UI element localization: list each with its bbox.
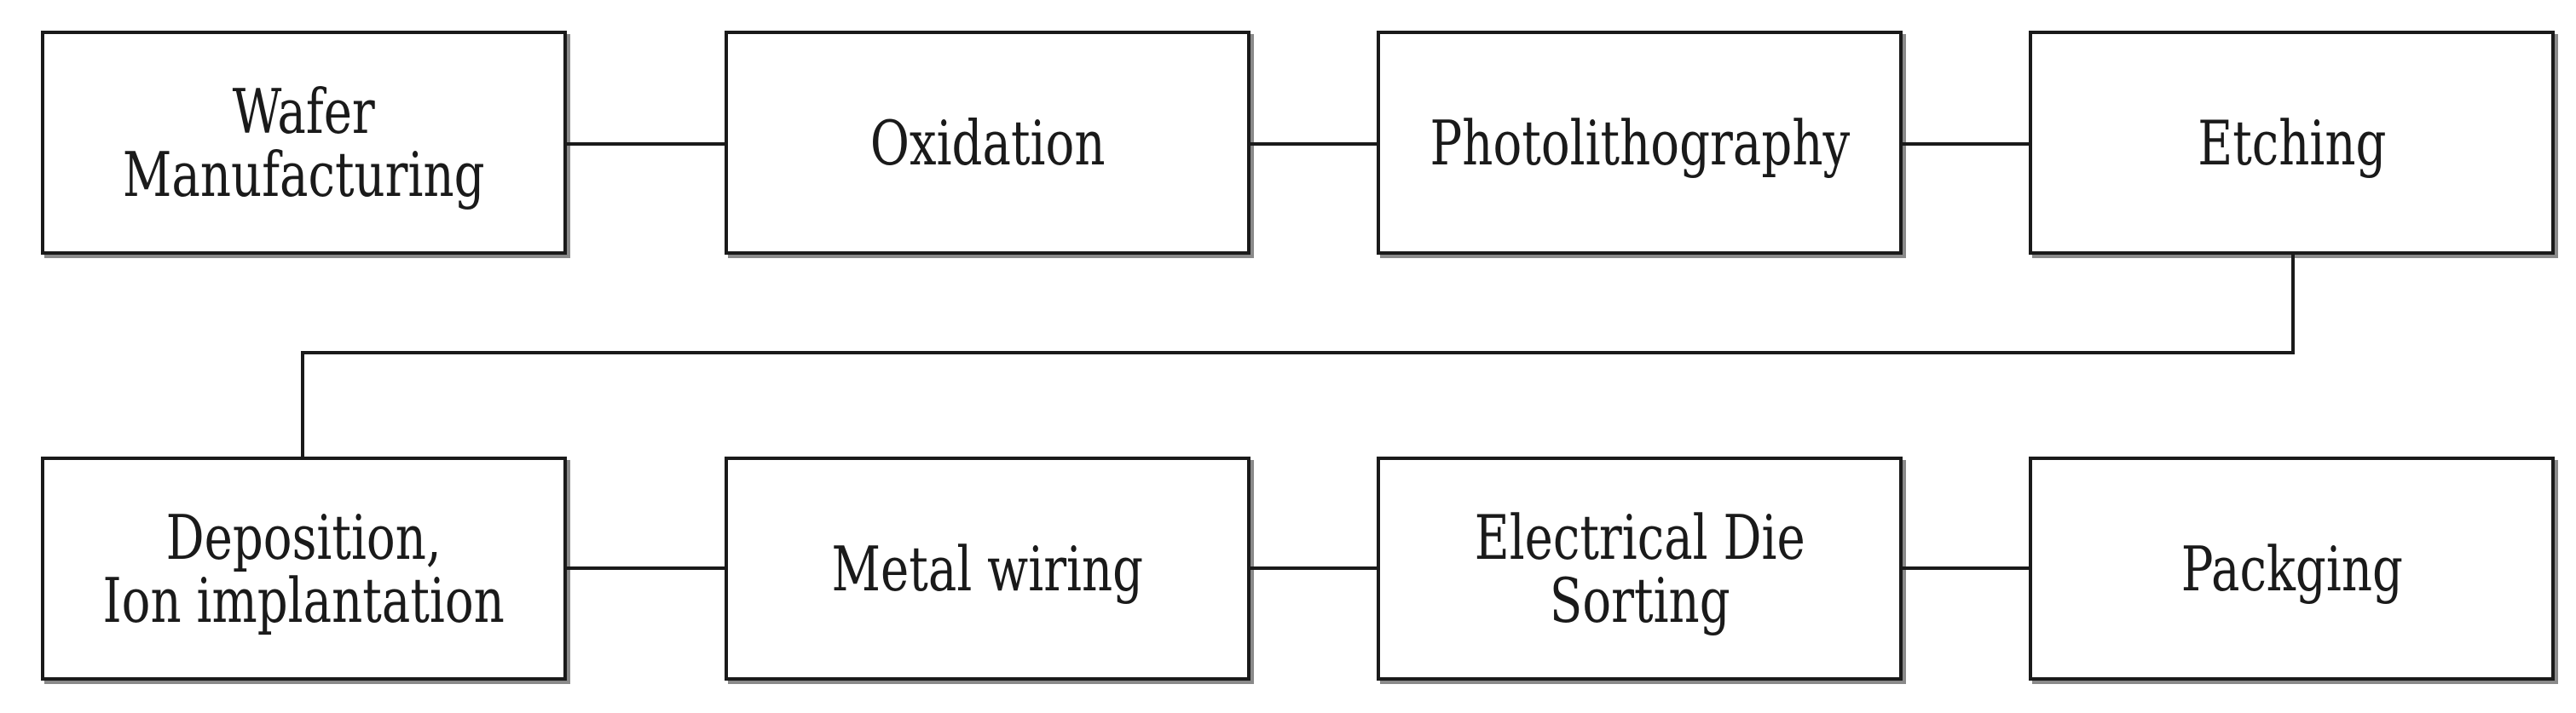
step-label-line: Metal wiring xyxy=(831,532,1144,605)
connector-line xyxy=(1250,142,1377,146)
step-electrical-die-sorting: Electrical Die Sorting xyxy=(1377,457,1903,681)
connector-line xyxy=(1903,142,2029,146)
step-label-line: Ion implantation xyxy=(102,564,505,636)
step-label-line: Oxidation xyxy=(869,106,1106,179)
step-label-line: Etching xyxy=(2197,106,2387,179)
step-label-line: Electrical Die xyxy=(1474,501,1805,573)
step-wafer-manufacturing: Wafer Manufacturing xyxy=(41,31,567,255)
step-deposition-ion-implantation: Deposition, Ion implantation xyxy=(41,457,567,681)
step-photolithography: Photolithography xyxy=(1377,31,1903,255)
step-packaging: Packging xyxy=(2029,457,2555,681)
connector-line xyxy=(301,351,304,457)
step-etching: Etching xyxy=(2029,31,2555,255)
step-label-line: Packging xyxy=(2180,532,2403,605)
connector-line xyxy=(2291,255,2295,353)
step-label-line: Manufacturing xyxy=(123,138,485,210)
step-label-line: Wafer xyxy=(232,75,376,147)
connector-line xyxy=(1903,566,2029,570)
step-label-line: Photolithography xyxy=(1430,106,1850,179)
connector-line xyxy=(301,351,2295,354)
step-metal-wiring: Metal wiring xyxy=(725,457,1250,681)
step-oxidation: Oxidation xyxy=(725,31,1250,255)
connector-line xyxy=(567,142,725,146)
step-label-line: Sorting xyxy=(1549,564,1730,636)
connector-line xyxy=(567,566,725,570)
connector-line xyxy=(1250,566,1377,570)
step-label-line: Deposition, xyxy=(165,501,442,573)
